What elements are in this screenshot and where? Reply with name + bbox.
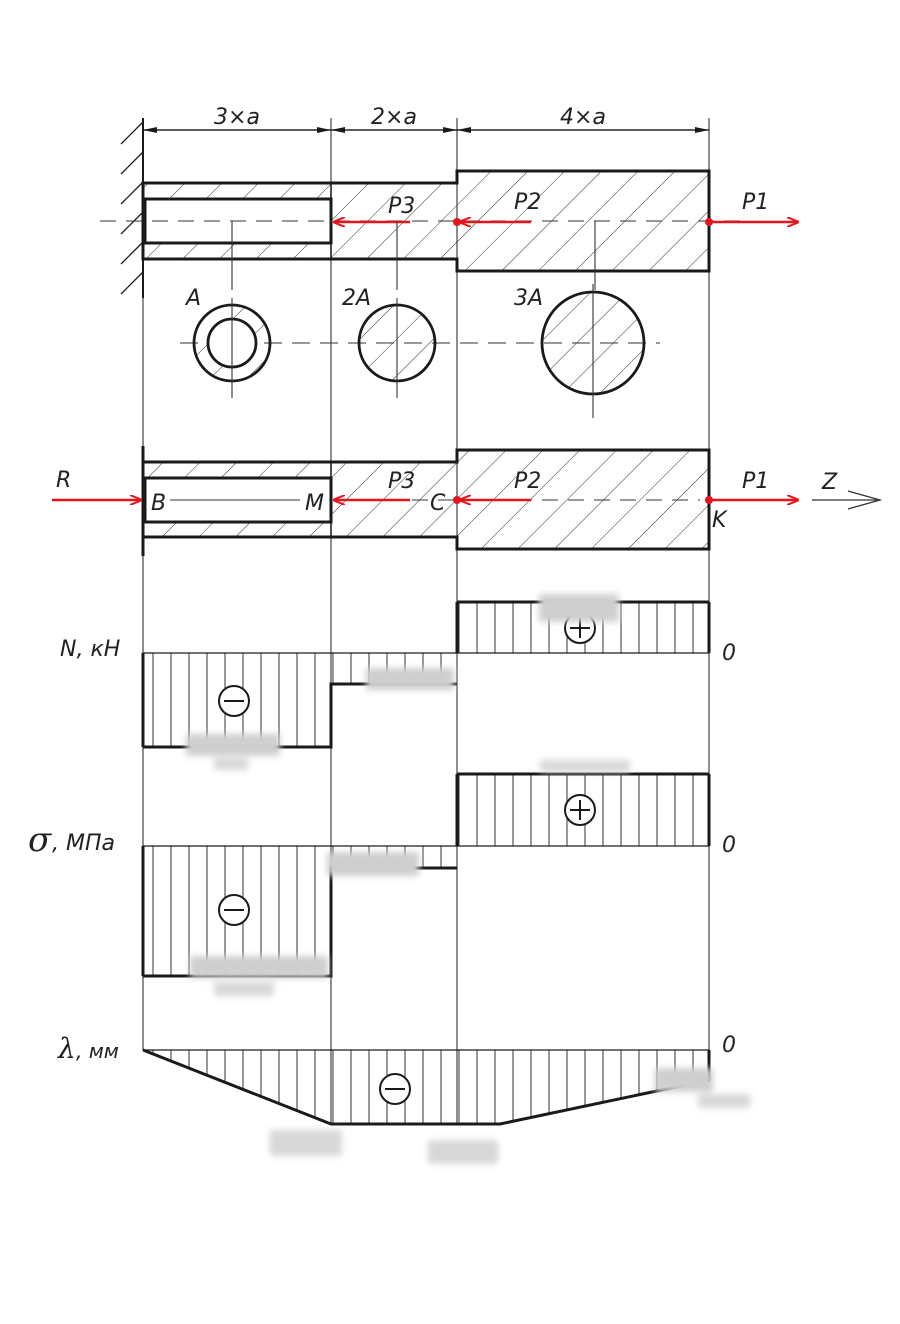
- sigma-minus-sign: [218, 894, 250, 926]
- lambda-minus-sign: [379, 1073, 411, 1105]
- section-a: [192, 298, 272, 398]
- p2-label-top: P2: [514, 190, 541, 215]
- lambda-diagram: [142, 1048, 711, 1126]
- p1-label-bottom: P1: [742, 469, 769, 494]
- section-leaders: [231, 221, 596, 290]
- forces-bottom: [52, 496, 798, 504]
- z-axis: [812, 490, 883, 510]
- lambda-symbol: λ: [57, 1032, 76, 1065]
- dim-label-3a: 3×a: [214, 105, 260, 130]
- section-2a: [357, 298, 437, 398]
- point-m-label: M: [305, 491, 324, 516]
- p1-label-top: P1: [742, 190, 769, 215]
- sigma-zero-label: 0: [722, 833, 736, 858]
- sigma-obscured-values: [190, 760, 630, 996]
- dim-label-2a: 2×a: [371, 105, 417, 130]
- section-a-label: A: [184, 286, 201, 311]
- r-label: R: [56, 468, 71, 493]
- point-k-label: K: [712, 508, 728, 533]
- point-c-label: C: [430, 491, 446, 516]
- p3-label-top: P3: [388, 194, 415, 219]
- p3-label-bottom: P3: [388, 469, 415, 494]
- section-3a-label: 3A: [514, 286, 543, 311]
- dim-label-4a: 4×a: [560, 105, 606, 130]
- n-obscured-values: [186, 594, 619, 770]
- sigma-symbol: σ: [28, 820, 52, 860]
- section-2a-label: 2A: [342, 286, 371, 311]
- n-axis-label: N, кН: [60, 637, 120, 662]
- point-b-label: B: [151, 491, 166, 516]
- wall-support: [120, 118, 144, 298]
- section-3a: [540, 284, 646, 418]
- p2-label-bottom: P2: [514, 469, 541, 494]
- lambda-axis-label: , мм: [76, 1039, 119, 1063]
- sigma-axis-label: , МПа: [52, 831, 115, 856]
- n-minus-sign: [218, 685, 250, 717]
- rod-top: [100, 169, 740, 273]
- n-zero-label: 0: [722, 641, 736, 666]
- rod-bottom: [141, 446, 711, 556]
- z-axis-label: Z: [821, 470, 838, 495]
- lambda-obscured-values: [270, 1068, 750, 1164]
- lambda-zero-label: 0: [722, 1033, 736, 1058]
- sigma-plus-sign: [564, 794, 596, 826]
- sigma-diagram: [141, 772, 711, 978]
